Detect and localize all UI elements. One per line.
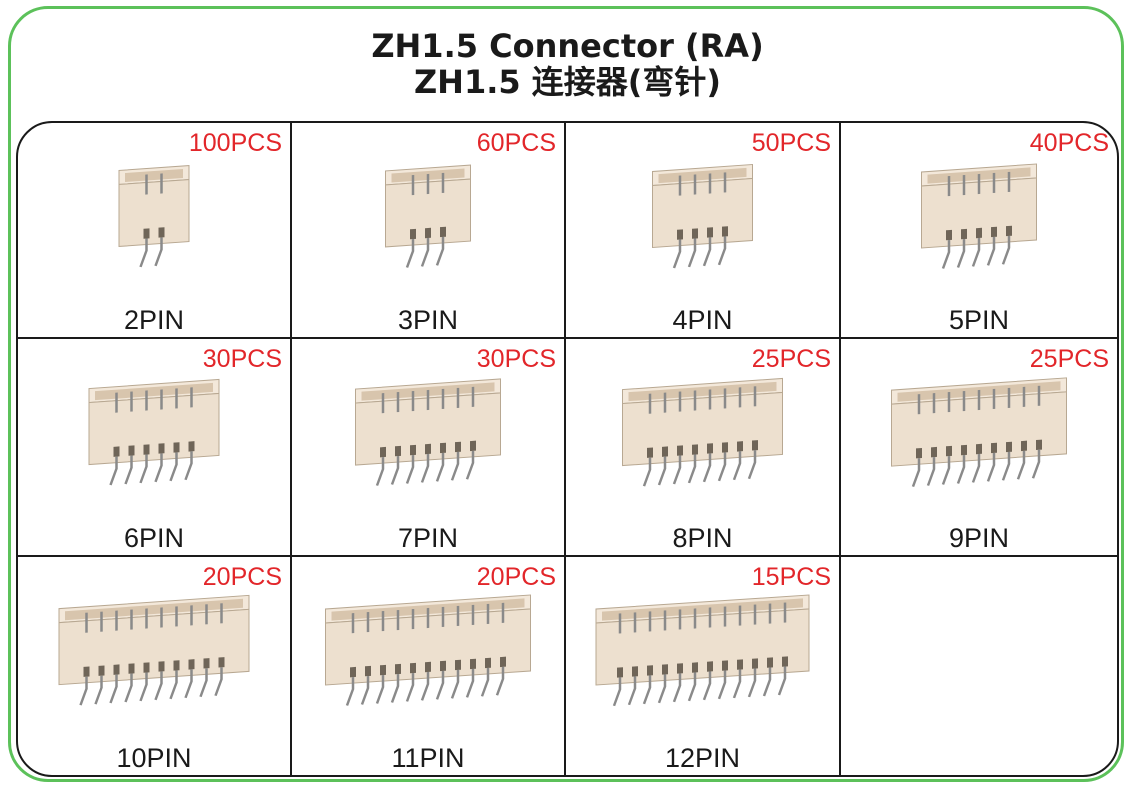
grid-cell: 30PCS 6PIN: [18, 339, 292, 557]
pcs-count: 30PCS: [476, 345, 556, 373]
connector-image: [18, 339, 290, 555]
grid-cell: 30PCS 7PIN: [292, 339, 566, 557]
title-line-chinese: ZH1.5 连接器(弯针): [413, 63, 722, 101]
pin-label: 4PIN: [672, 305, 733, 335]
pin-label: 5PIN: [948, 305, 1010, 335]
pin-label: 9PIN: [948, 523, 1010, 553]
pin-label: 7PIN: [397, 523, 459, 553]
page-title: ZH1.5 Connector (RA) ZH1.5 连接器(弯针): [0, 28, 1135, 100]
connector-image: [566, 123, 839, 337]
connector-image: [292, 123, 564, 337]
pin-label: 3PIN: [397, 305, 459, 335]
grid-cell-empty: [841, 557, 1117, 775]
grid-cell: 60PCS 3PIN: [292, 123, 566, 339]
connector-image: [292, 339, 564, 555]
grid-cell: 50PCS 4PIN: [566, 123, 841, 339]
pcs-count: 20PCS: [476, 563, 556, 591]
grid-cell: 20PCS 11PIN: [292, 557, 566, 775]
grid-cell: 25PCS 8PIN: [566, 339, 841, 557]
title-line-english: ZH1.5 Connector (RA): [371, 27, 764, 65]
pin-label: 11PIN: [391, 743, 465, 773]
pcs-count: 60PCS: [476, 129, 556, 157]
pcs-count: 25PCS: [751, 345, 831, 373]
pcs-count: 25PCS: [1029, 345, 1109, 373]
connector-image: [841, 339, 1117, 555]
pin-label: 2PIN: [123, 305, 185, 335]
product-grid: 100PCS 2PIN 60PCS 3PIN 50PCS 4PIN 40PCS …: [16, 121, 1119, 777]
pcs-count: 20PCS: [202, 563, 282, 591]
connector-image: [566, 557, 839, 775]
pin-label: 6PIN: [123, 523, 185, 553]
grid-cell: 100PCS 2PIN: [18, 123, 292, 339]
connector-image: [566, 339, 839, 555]
pcs-count: 50PCS: [751, 129, 831, 157]
pin-label: 10PIN: [116, 743, 192, 773]
grid-cell: 20PCS 10PIN: [18, 557, 292, 775]
connector-image: [18, 123, 290, 337]
connector-image: [841, 123, 1117, 337]
pcs-count: 100PCS: [188, 129, 282, 157]
pcs-count: 15PCS: [751, 563, 831, 591]
connector-image: [18, 557, 290, 775]
grid-cell: 25PCS 9PIN: [841, 339, 1117, 557]
grid-cell: 40PCS 5PIN: [841, 123, 1117, 339]
grid-cell: 15PCS 12PIN: [566, 557, 841, 775]
pcs-count: 40PCS: [1029, 129, 1109, 157]
connector-image: [292, 557, 564, 775]
pcs-count: 30PCS: [202, 345, 282, 373]
pin-label: 8PIN: [672, 523, 733, 553]
pin-label: 12PIN: [664, 743, 741, 773]
